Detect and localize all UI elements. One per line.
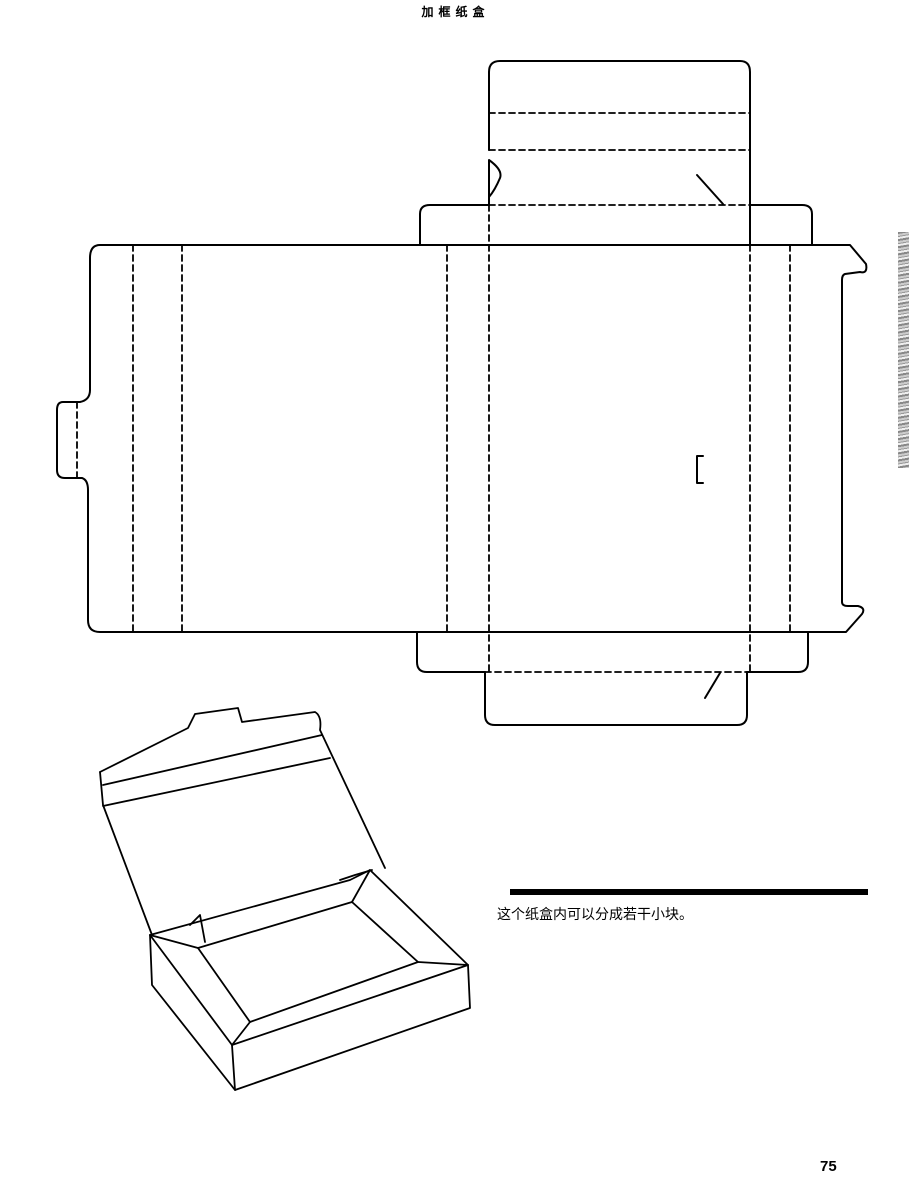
caption-rule: [510, 889, 868, 895]
scan-edge-noise: [898, 232, 909, 468]
cut-lines: [56, 60, 868, 726]
figure-caption: 这个纸盒内可以分成若干小块。: [497, 907, 693, 923]
page-number: 75: [820, 1158, 837, 1175]
page-title: 加框纸盒: [421, 5, 490, 19]
assembled-box-illustration: [99, 707, 471, 1091]
fold-lines: [76, 112, 841, 673]
